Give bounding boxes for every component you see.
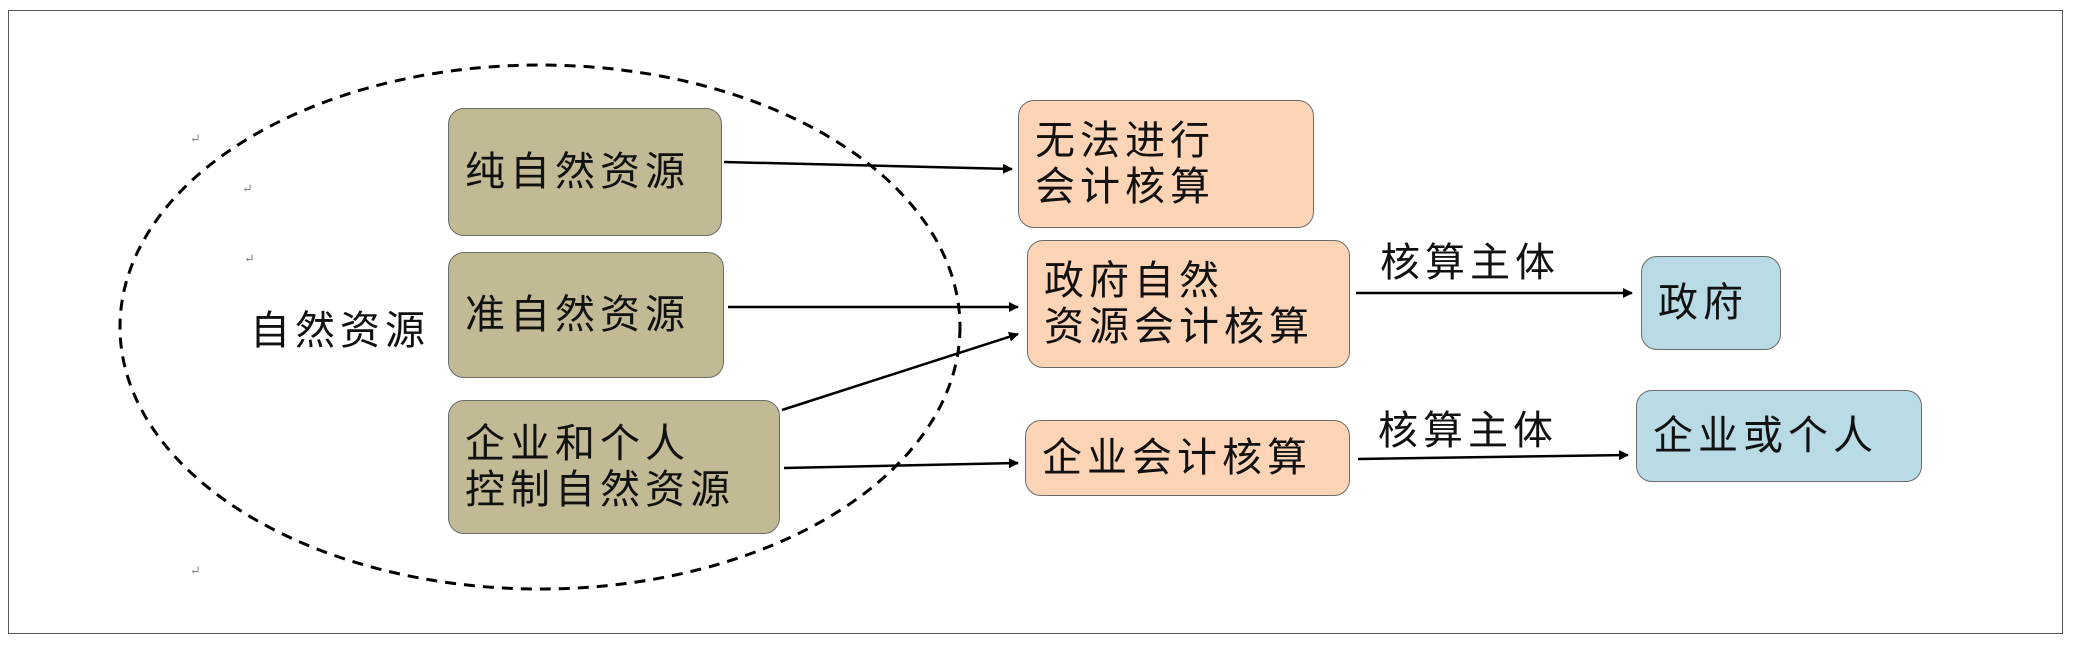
arrow-enterprise-accounting-to-enterprise	[1357, 450, 1629, 461]
controlled-line1-text: 企业和个人	[465, 421, 690, 467]
diagram-frame	[8, 10, 2063, 634]
edge-label-accounting-subject-2: 核算主体	[1378, 408, 1558, 454]
no-accounting-line2-text: 会计核算	[1035, 164, 1215, 210]
gov-accounting-line2-text: 资源会计核算	[1044, 304, 1314, 350]
gov-accounting-line1-text: 政府自然	[1044, 258, 1224, 304]
enterprise-or-individual-box: 企业或个人	[1636, 390, 1922, 482]
natural-resources-group-label: 自然资源	[250, 308, 430, 354]
quasi-natural-resources-box: 准自然资源	[448, 252, 724, 378]
government-subject-text: 政府	[1658, 280, 1748, 326]
government-subject-box: 政府	[1641, 256, 1781, 350]
no-accounting-line1-text: 无法进行	[1035, 118, 1215, 164]
enterprise-or-individual-text: 企业或个人	[1653, 413, 1878, 459]
gov-resource-accounting-box: 政府自然 资源会计核算	[1027, 240, 1350, 368]
enterprise-accounting-box: 企业会计核算	[1025, 420, 1350, 496]
arrow-controlled-to-gov-accounting	[781, 331, 1019, 412]
paragraph-mark: ↵	[244, 252, 255, 267]
quasi-natural-resources-text: 准自然资源	[465, 292, 690, 338]
controlled-natural-resources-box: 企业和个人 控制自然资源	[448, 400, 780, 534]
edge-label-accounting-subject-1: 核算主体	[1380, 240, 1560, 286]
natural-resources-group-ellipse	[118, 63, 962, 591]
paragraph-mark: ↵	[190, 564, 201, 579]
pure-natural-resources-text: 纯自然资源	[465, 149, 690, 195]
arrow-controlled-to-enterprise-accounting	[783, 458, 1019, 470]
pure-natural-resources-box: 纯自然资源	[448, 108, 722, 236]
no-accounting-box: 无法进行 会计核算	[1018, 100, 1314, 228]
controlled-line2-text: 控制自然资源	[465, 467, 735, 513]
arrow-pure-to-no-accounting	[723, 160, 1013, 174]
paragraph-mark: ↵	[190, 132, 201, 147]
paragraph-mark: ↵	[242, 182, 253, 197]
enterprise-accounting-text: 企业会计核算	[1042, 435, 1312, 481]
